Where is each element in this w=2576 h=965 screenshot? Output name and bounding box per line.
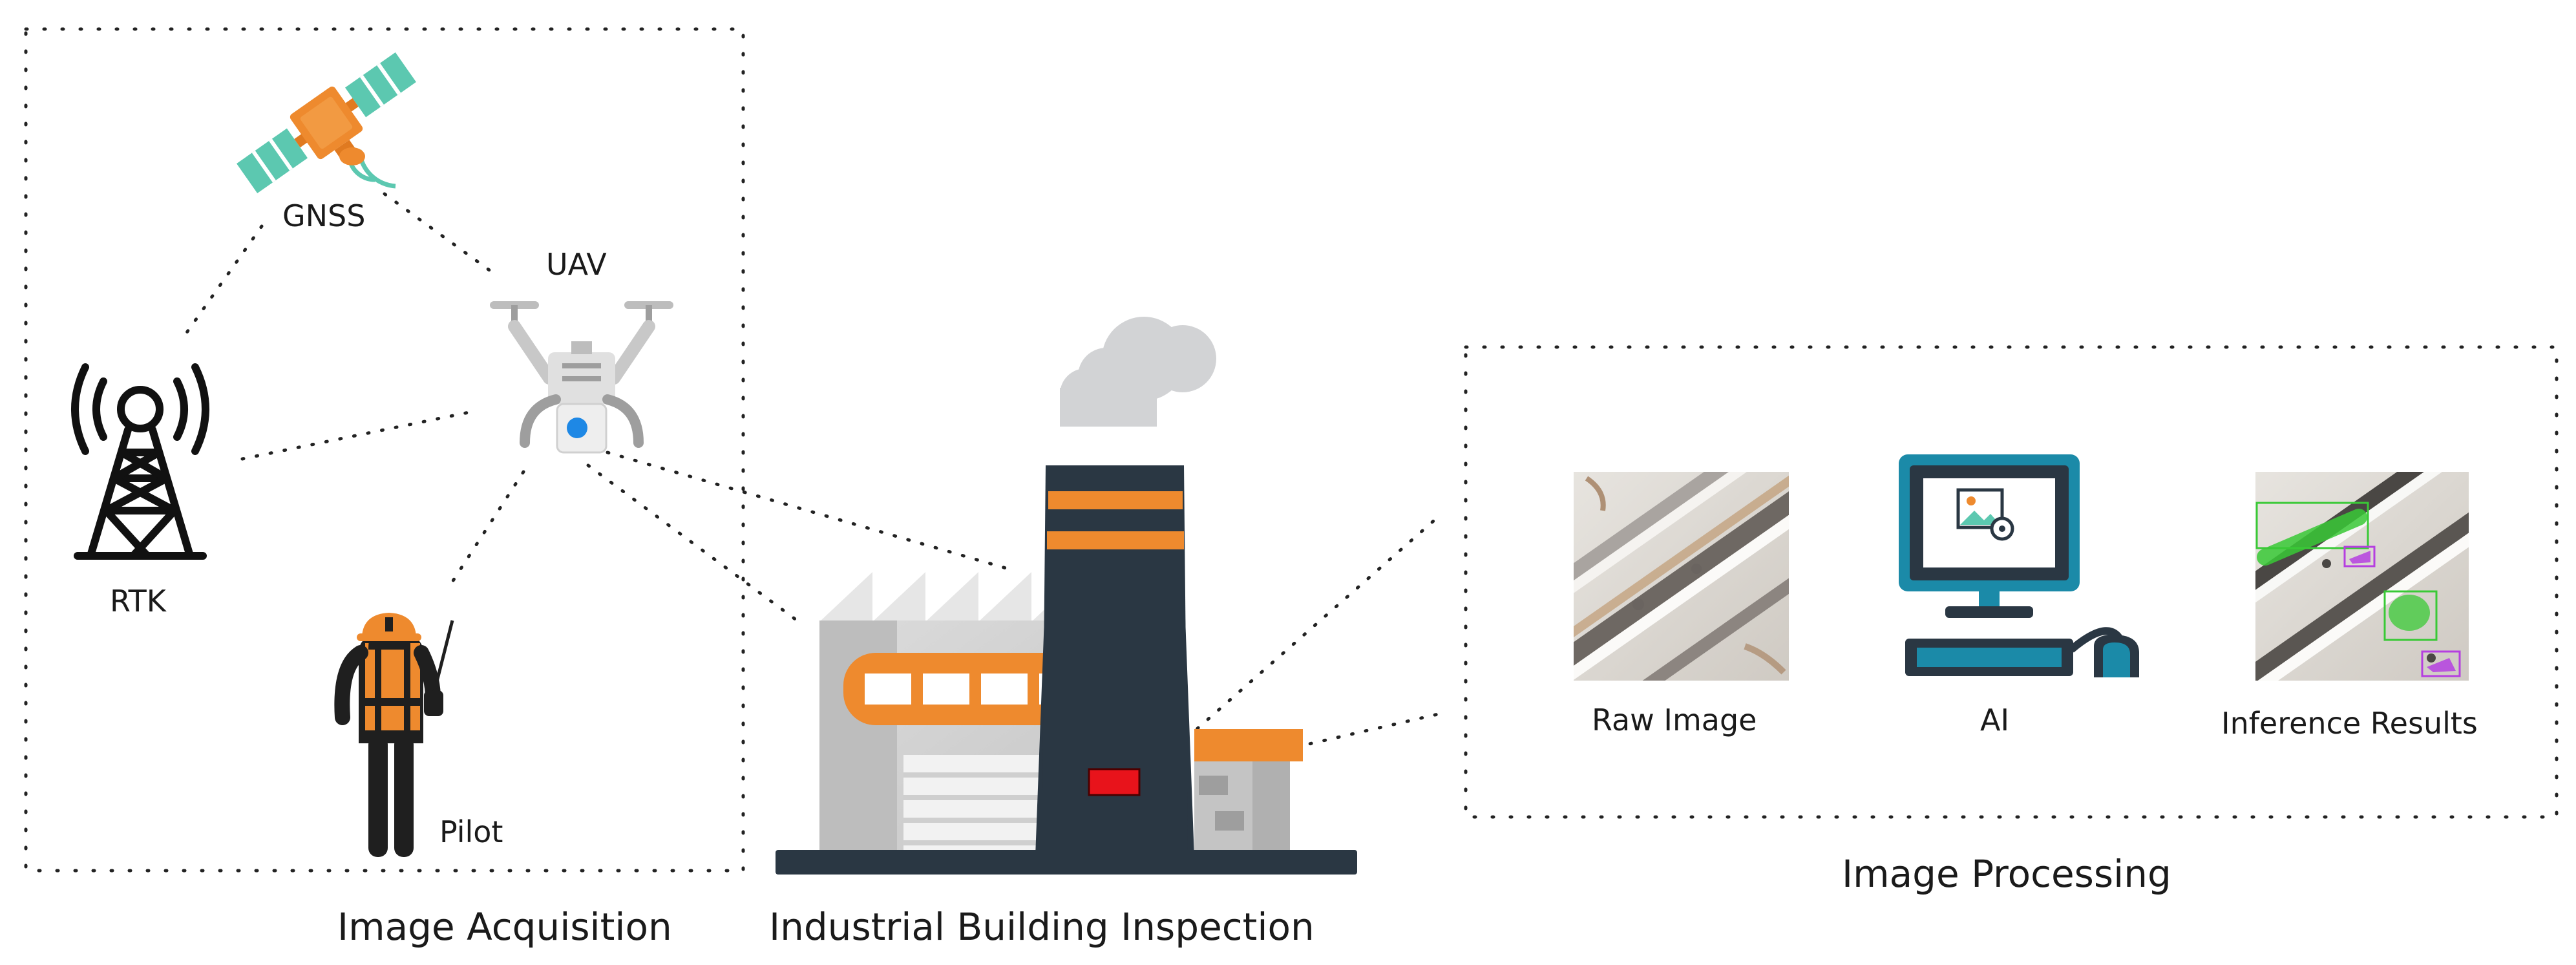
computer-icon: [1899, 454, 2139, 677]
pilot-icon: [334, 613, 454, 857]
pilot-label: Pilot: [439, 814, 503, 849]
satellite-icon: [237, 52, 416, 193]
uav-label: UAV: [546, 247, 607, 282]
ai-label: AI: [1980, 703, 2010, 737]
inference-results-label: Inference Results: [2221, 706, 2478, 741]
image-processing-box: [1464, 345, 2559, 819]
raw-image-thumbnail: [1574, 472, 1789, 681]
image-acquisition-box: [24, 27, 745, 873]
factory-icon: [776, 317, 1357, 875]
gnss-label: GNSS: [282, 198, 366, 233]
inference-results-thumbnail: [2255, 472, 2469, 681]
industrial-building-inspection-title: Industrial Building Inspection: [769, 905, 1314, 949]
rtk-label: RTK: [110, 584, 166, 619]
image-processing-title: Image Processing: [1842, 852, 2171, 896]
connection-lines: [182, 192, 1440, 784]
antenna-tower-icon: [71, 363, 209, 560]
image-acquisition-title: Image Acquisition: [337, 905, 672, 949]
raw-image-label: Raw Image: [1592, 703, 1757, 737]
drone-icon: [490, 301, 673, 454]
